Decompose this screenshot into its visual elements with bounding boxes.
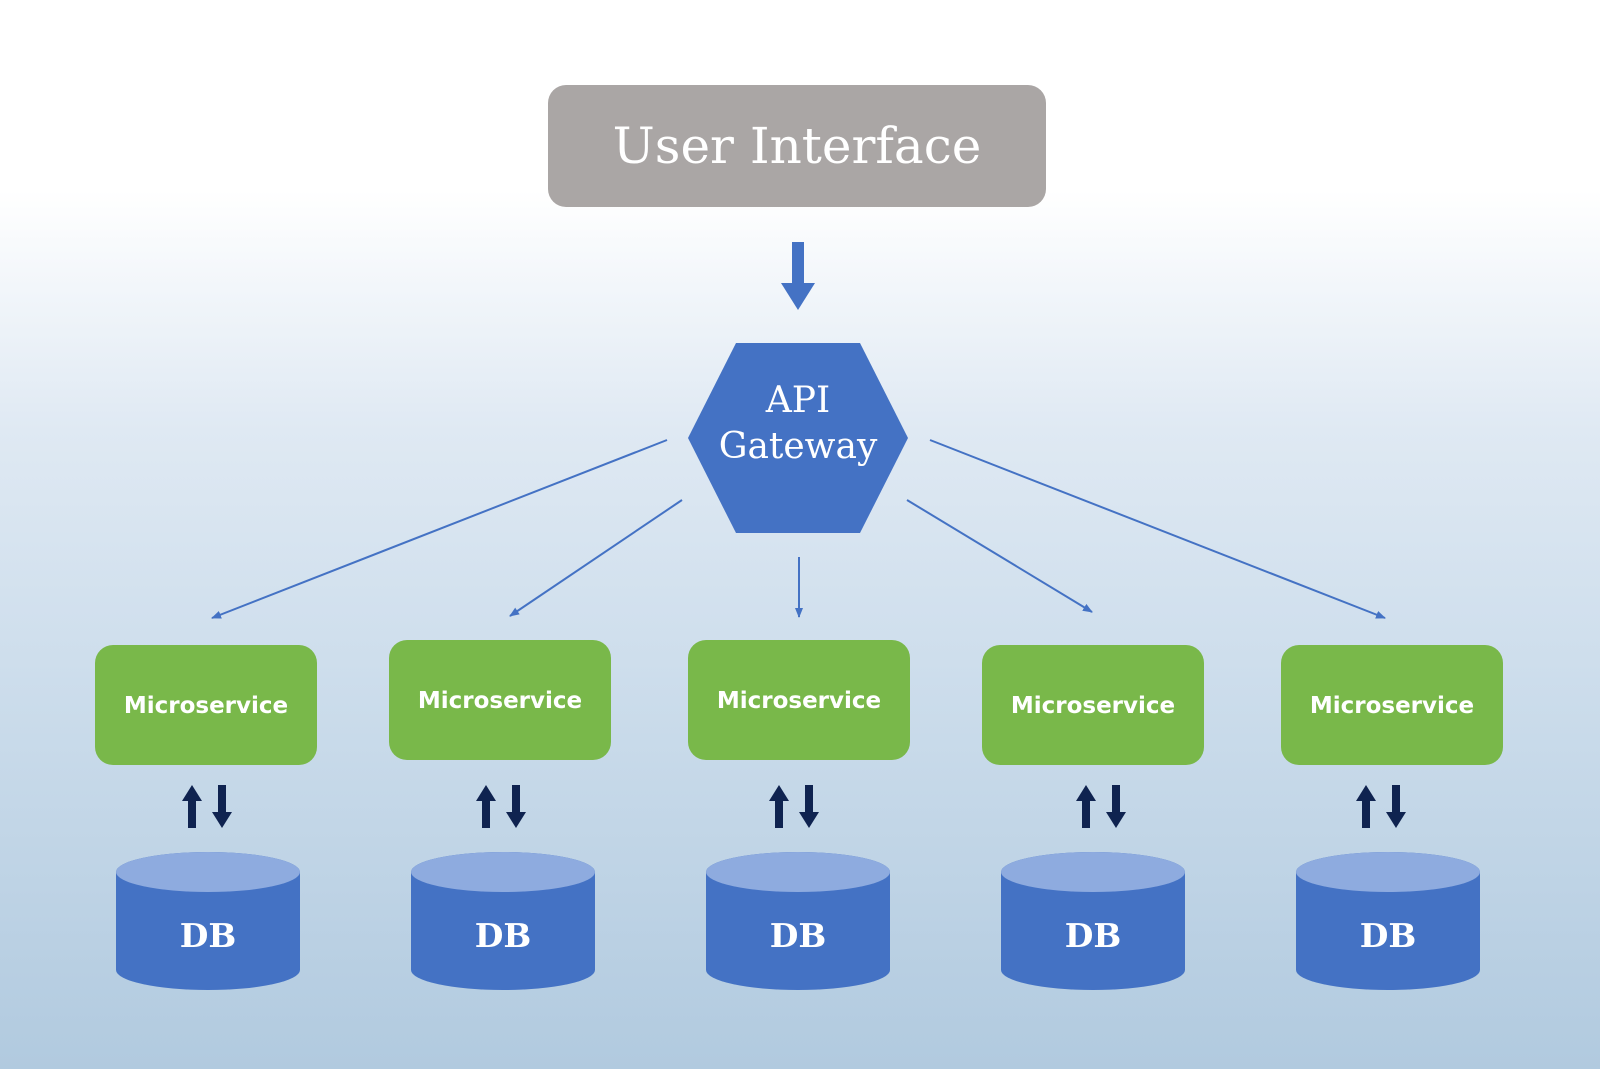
database-node: DB xyxy=(1296,852,1480,990)
user-interface-box xyxy=(548,85,1046,207)
database-top xyxy=(116,852,300,892)
microservice-node: Microservice xyxy=(982,645,1204,765)
database-top xyxy=(411,852,595,892)
api-gateway-label-line2: Gateway xyxy=(719,426,878,467)
connector-arrow-1 xyxy=(211,439,668,619)
database-node: DB xyxy=(116,852,300,990)
gateway-connectors xyxy=(211,439,1386,619)
connector-arrow-4 xyxy=(906,499,1093,613)
microservice-box xyxy=(95,645,317,765)
ui-to-gateway-arrow xyxy=(781,242,815,310)
microservice-node: Microservice xyxy=(1281,645,1503,765)
down-arrow-icon xyxy=(1386,785,1406,828)
bidirectional-arrow-icon xyxy=(476,785,526,828)
microservice-label: Microservice xyxy=(717,688,881,714)
database-top xyxy=(706,852,890,892)
down-arrow-icon xyxy=(799,785,819,828)
up-arrow-icon xyxy=(1076,785,1096,828)
database-label: DB xyxy=(475,916,532,955)
database-label: DB xyxy=(1360,916,1417,955)
database-node: DB xyxy=(1001,852,1185,990)
user-interface-label: User Interface xyxy=(613,117,982,175)
down-arrow-icon xyxy=(506,785,526,828)
microservice-box xyxy=(982,645,1204,765)
microservice-label: Microservice xyxy=(124,693,288,719)
up-arrow-icon xyxy=(1356,785,1376,828)
up-arrow-icon xyxy=(476,785,496,828)
bidirectional-arrow-icon xyxy=(1076,785,1126,828)
microservice-box xyxy=(1281,645,1503,765)
bidirectional-arrow-icon xyxy=(1356,785,1406,828)
database-label: DB xyxy=(770,916,827,955)
down-arrow-icon xyxy=(212,785,232,828)
microservice-box xyxy=(389,640,611,760)
connector-arrow-2 xyxy=(509,499,683,617)
database-node: DB xyxy=(411,852,595,990)
bidirectional-arrow-icon xyxy=(769,785,819,828)
up-arrow-icon xyxy=(182,785,202,828)
api-gateway-label-line1: API xyxy=(765,380,830,421)
microservice-node: Microservice xyxy=(688,640,910,760)
database-node: DB xyxy=(706,852,890,990)
api-gateway-node: API Gateway xyxy=(688,343,908,533)
microservice-label: Microservice xyxy=(1011,693,1175,719)
bidirectional-arrow-icon xyxy=(182,785,232,828)
microservice-node: Microservice xyxy=(95,645,317,765)
microservice-label: Microservice xyxy=(418,688,582,714)
database-label: DB xyxy=(180,916,237,955)
connector-arrow-5 xyxy=(929,439,1386,619)
database-label: DB xyxy=(1065,916,1122,955)
microservice-label: Microservice xyxy=(1310,693,1474,719)
user-interface-node: User Interface xyxy=(548,85,1046,207)
api-gateway-hexagon xyxy=(688,343,908,533)
bidirectional-arrows xyxy=(182,785,1406,828)
up-arrow-icon xyxy=(769,785,789,828)
database-top xyxy=(1296,852,1480,892)
microservice-box xyxy=(688,640,910,760)
down-arrow-icon xyxy=(1106,785,1126,828)
microservice-node: Microservice xyxy=(389,640,611,760)
database-top xyxy=(1001,852,1185,892)
